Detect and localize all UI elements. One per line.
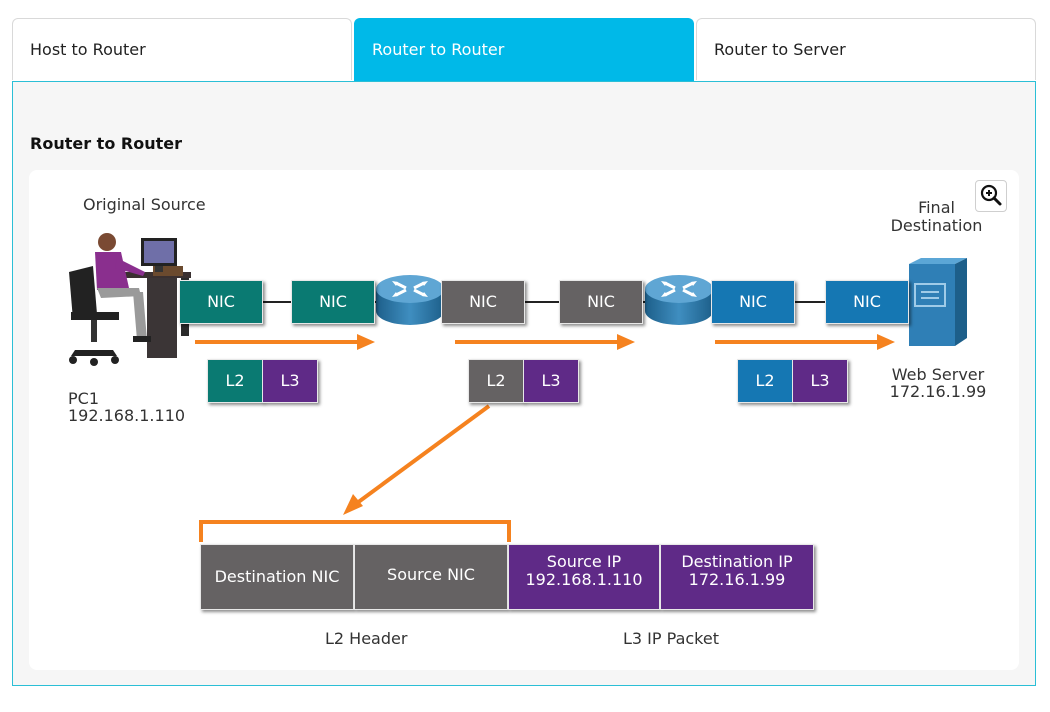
link-line-3 xyxy=(525,301,559,303)
web-server-ip: 172.16.1.99 xyxy=(889,382,987,401)
router-icon xyxy=(645,275,713,325)
l3-ip-packet-label: L3 IP Packet xyxy=(623,629,719,648)
nic-server: NIC xyxy=(825,280,909,324)
packet3-l3: L3 xyxy=(792,359,848,403)
nic-r1-left: NIC xyxy=(291,280,375,324)
tab-bar: Host to Router Router to Router Router t… xyxy=(12,18,1036,82)
packet2-l2: L2 xyxy=(468,359,524,403)
frame-source-ip-label: Source IP xyxy=(546,552,622,571)
pc1-label: PC1 192.168.1.110 xyxy=(68,390,185,424)
final-destination-line2: Destination xyxy=(890,216,983,235)
final-destination-label: Final Destination xyxy=(889,199,984,235)
nic-pc1: NIC xyxy=(179,280,263,324)
link-line-5 xyxy=(795,301,825,303)
web-server-label: Web Server 172.16.1.99 xyxy=(886,366,990,400)
frame-source-ip-value: 192.168.1.110 xyxy=(525,570,643,589)
link-line-1 xyxy=(263,301,291,303)
nic-r1-right: NIC xyxy=(441,280,525,324)
packet1-l3: L3 xyxy=(262,359,318,403)
original-source-label: Original Source xyxy=(83,195,206,214)
l2-header-label: L2 Header xyxy=(325,629,408,648)
zoom-button[interactable] xyxy=(975,180,1007,212)
pc1-ip: 192.168.1.110 xyxy=(68,406,186,425)
packet3-l2: L2 xyxy=(737,359,793,403)
frame-destination-nic: Destination NIC xyxy=(200,544,354,610)
frame-source-nic: Source NIC xyxy=(354,544,508,610)
packet1-l2: L2 xyxy=(207,359,263,403)
frame-destination-ip-value: 172.16.1.99 xyxy=(688,570,786,589)
web-server-name: Web Server xyxy=(891,365,985,384)
tab-router-to-router[interactable]: Router to Router xyxy=(354,18,694,82)
frame-destination-ip-label: Destination IP xyxy=(681,552,793,571)
packet2-l3: L3 xyxy=(523,359,579,403)
tab-host-to-router[interactable]: Host to Router xyxy=(12,18,352,80)
frame-source-ip: Source IP 192.168.1.110 xyxy=(508,544,660,610)
pc-user-icon xyxy=(69,233,191,366)
final-destination-line1: Final xyxy=(918,198,955,217)
nic-r2-right: NIC xyxy=(711,280,795,324)
zoom-in-icon xyxy=(980,184,1002,206)
server-icon xyxy=(909,258,967,346)
tab-panel: Router to Router Original Source Final D… xyxy=(12,81,1036,686)
nic-r2-left: NIC xyxy=(559,280,643,324)
router-icon xyxy=(376,275,444,325)
pc1-name: PC1 xyxy=(68,389,99,408)
diagram-area: Original Source Final Destination PC1 19… xyxy=(29,170,1019,670)
tab-router-to-server[interactable]: Router to Server xyxy=(696,18,1036,80)
frame-destination-ip: Destination IP 172.16.1.99 xyxy=(660,544,814,610)
panel-title: Router to Router xyxy=(30,134,182,153)
